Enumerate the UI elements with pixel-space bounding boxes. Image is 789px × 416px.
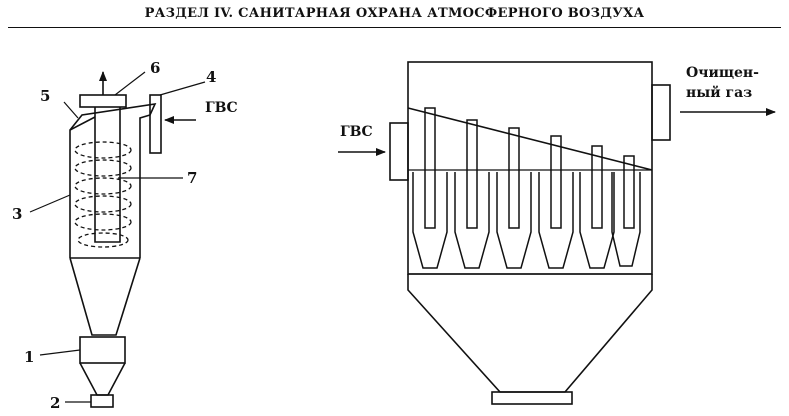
battery-outlet-label-1: Очищен-	[686, 65, 759, 81]
label-4: 4	[206, 68, 216, 86]
element-cyclone	[579, 145, 615, 269]
leader-4	[159, 81, 206, 96]
leader-1	[39, 349, 81, 356]
page-header-title: РАЗДЕЛ IV. САНИТАРНАЯ ОХРАНА АТМОСФЕРНОГ…	[144, 6, 645, 21]
label-3: 3	[12, 205, 22, 223]
discharge-valve	[90, 394, 114, 408]
element-cyclones	[412, 107, 641, 269]
dust-hopper	[79, 336, 126, 364]
label-2: 2	[50, 394, 60, 412]
vortex-spiral	[74, 141, 132, 248]
label-6: 6	[150, 59, 160, 77]
leader-3	[29, 194, 71, 213]
leader-5	[63, 101, 79, 119]
single-cyclone-diagram	[29, 71, 206, 408]
battery-outlet-label-2: ный газ	[686, 84, 752, 101]
battery-inlet-label: ГВС	[340, 124, 373, 140]
element-cyclone	[496, 127, 532, 269]
element-cyclone	[611, 155, 641, 267]
header-rule	[8, 27, 781, 28]
tangential-inlet	[149, 94, 162, 154]
cyclone-top	[69, 116, 96, 131]
battery-inlet-duct	[389, 122, 409, 181]
element-cyclone	[454, 119, 490, 269]
cyclone-cone	[69, 257, 141, 336]
leader-6	[114, 71, 146, 96]
label-7: 7	[187, 169, 197, 187]
hopper-cone	[79, 362, 126, 396]
cyclone-inlet-label: ГВС	[205, 100, 238, 116]
battery-hopper	[407, 274, 653, 393]
battery-outlet-duct	[651, 84, 671, 141]
element-cyclone	[538, 135, 574, 269]
element-cyclone	[412, 107, 448, 269]
sloped-partition	[407, 107, 653, 171]
battery-cyclone-diagram	[338, 61, 776, 405]
label-1: 1	[24, 348, 34, 366]
exhaust-tube	[94, 107, 121, 243]
outlet-flange	[79, 94, 127, 108]
label-5: 5	[40, 87, 50, 105]
battery-bottom-flange	[491, 391, 573, 405]
